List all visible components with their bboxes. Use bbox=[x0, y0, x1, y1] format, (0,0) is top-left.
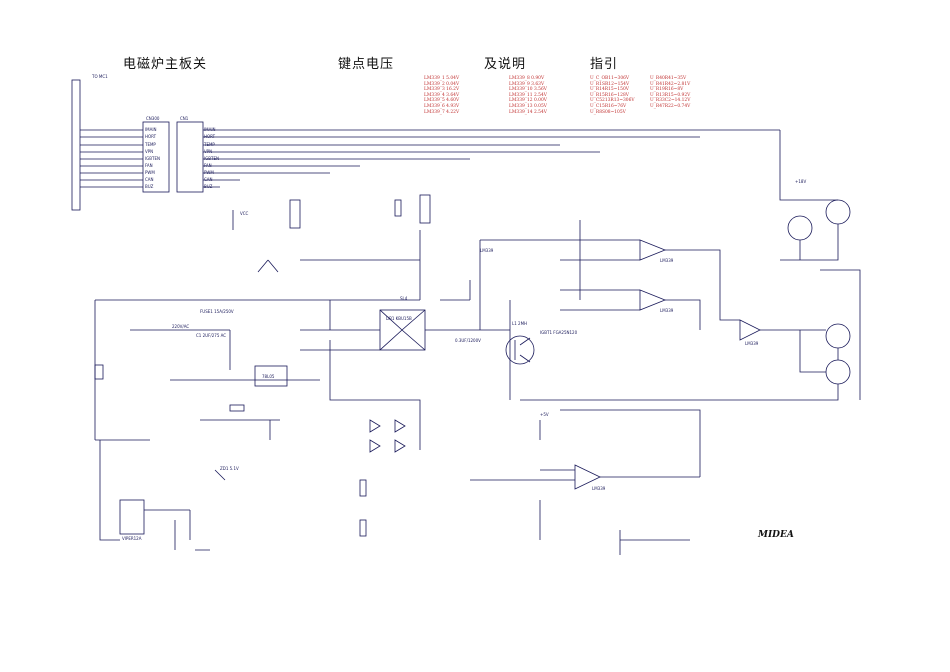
title-part-2: 键点电压 bbox=[338, 57, 395, 72]
table-row: LM339_14 2.54V bbox=[509, 109, 547, 115]
pin-left-6: FAN bbox=[145, 163, 153, 168]
label-gnd-note: SL4 bbox=[400, 296, 408, 301]
table-row: LM339_1 5.04V bbox=[424, 76, 460, 81]
lm339-comparator-b bbox=[639, 289, 667, 311]
table-row: U_R40R41~35V bbox=[650, 76, 687, 81]
table-row: U_R41R42~2.81V bbox=[650, 81, 691, 87]
label-cap-c1: C1 2UF/275 AC bbox=[196, 333, 226, 338]
voltage-table-right-b: U_R40R41~35V U_R41R42~2.81V U_R19R16~8V … bbox=[650, 76, 690, 110]
table-row: U_R8S08~105V bbox=[590, 109, 626, 115]
label-lm339-d: LM339 bbox=[592, 486, 606, 491]
regulator-78l05 bbox=[254, 365, 288, 387]
label-cn300: CN300 bbox=[146, 116, 160, 121]
lm339-comparator-d bbox=[574, 464, 601, 490]
label-vcc: VCC bbox=[240, 211, 249, 216]
pin-right-5: IGBTEN bbox=[204, 156, 219, 161]
mc1-connector-bar bbox=[71, 79, 81, 211]
label-igbt: IGBT1 FGA25N120 bbox=[540, 330, 578, 335]
table-row: LM339_3 16.2V bbox=[424, 87, 460, 93]
voltage-table-right-a: U_C_OB11~306V U_R1SR12~154V U_R14R15~150… bbox=[590, 76, 635, 115]
label-regulator: 78L05 bbox=[262, 374, 275, 379]
label-cn1: CN1 bbox=[180, 116, 189, 121]
pin-right-8: CAN bbox=[204, 177, 213, 182]
label-lm339-e: LM339 bbox=[480, 248, 494, 253]
pin-right-1: IMAIN bbox=[204, 127, 216, 132]
table-row: U_C5213R13~306V bbox=[590, 98, 635, 104]
label-18v: +18V bbox=[795, 179, 806, 184]
label-zener: ZD1 5.1V bbox=[220, 466, 239, 471]
label-resonant-cap: 0.3UF/1200V bbox=[455, 338, 481, 343]
table-row: LM339_2 0.04V bbox=[424, 81, 460, 87]
driver-transistor-3 bbox=[825, 323, 851, 349]
table-row: LM339_6 4.93V bbox=[424, 103, 460, 109]
pin-right-3: TEMP bbox=[203, 142, 215, 147]
pin-right-7: PWM bbox=[204, 170, 214, 175]
driver-transistor-1 bbox=[787, 215, 813, 241]
title-part-4: 指引 bbox=[590, 57, 619, 72]
label-lm339-b: LM339 bbox=[660, 308, 674, 313]
table-row: U_R15R16~128V bbox=[590, 92, 629, 98]
viper-ic bbox=[119, 499, 145, 535]
voltage-table-mid: LM339_8 0.90V LM339_9 3.63V LM339_10 3.5… bbox=[509, 76, 547, 115]
label-coil: L1 2MH bbox=[512, 321, 527, 326]
table-row: U_R13R15~0.92V bbox=[650, 92, 691, 98]
pin-right-6: FAN bbox=[204, 163, 212, 168]
pin-right-4: VPN bbox=[204, 149, 212, 154]
lm339-comparator-c bbox=[739, 319, 761, 341]
table-row: LM339_12 0.00V bbox=[509, 98, 547, 104]
table-row: U_R47R22~0.74V bbox=[650, 103, 691, 109]
table-row: LM339_13 0.05V bbox=[509, 103, 547, 109]
table-row: U_R1SR12~154V bbox=[590, 81, 630, 87]
pin-left-7: PWM bbox=[145, 170, 155, 175]
pin-left-9: BUZ bbox=[145, 184, 154, 189]
voltage-table-left: LM339_1 5.04V LM339_2 0.04V LM339_3 16.2… bbox=[424, 76, 459, 115]
label-5v: +5V bbox=[540, 412, 549, 417]
label-ac-in: 220V/AC bbox=[172, 324, 189, 329]
cn1-connector bbox=[176, 121, 204, 193]
table-row: LM339_4 3.64V bbox=[424, 92, 460, 98]
table-row: LM339_11 2.54V bbox=[509, 92, 547, 98]
label-viper: VIPER12A bbox=[122, 536, 142, 541]
pin-left-2: HORT bbox=[145, 134, 157, 139]
cn300-connector bbox=[142, 121, 170, 193]
label-lm339-c: LM339 bbox=[745, 341, 759, 346]
igbt-symbol bbox=[505, 335, 535, 365]
table-row: U_R19R16~8V bbox=[650, 87, 684, 93]
label-to-mc1: TO MC1 bbox=[91, 74, 108, 79]
title-part-3: 及说明 bbox=[484, 57, 527, 72]
pin-left-1: IMAIN bbox=[145, 127, 157, 132]
pin-left-3: TEMP bbox=[144, 142, 156, 147]
pin-right-2: HORT bbox=[204, 134, 216, 139]
pin-left-4: VPN bbox=[145, 149, 153, 154]
pin-left-5: IGBTEN bbox=[145, 156, 160, 161]
table-row: LM339_5 4.60V bbox=[424, 98, 460, 104]
driver-transistor-2 bbox=[825, 199, 851, 225]
table-row: U_C15R16~76V bbox=[590, 103, 627, 109]
table-row: LM339_9 3.63V bbox=[509, 81, 545, 87]
table-row: LM339_7 4.22V bbox=[424, 109, 460, 115]
table-row: U_C_OB11~306V bbox=[590, 76, 630, 81]
lm339-comparator-a bbox=[639, 239, 667, 261]
table-row: U_R14R15~150V bbox=[590, 87, 629, 93]
driver-transistor-4 bbox=[825, 359, 851, 385]
table-row: U_R33C2~14.12V bbox=[650, 98, 691, 104]
title-part-1: 电磁炉主板关 bbox=[123, 57, 208, 72]
pin-right-9: BUZ bbox=[204, 184, 213, 189]
pin-left-8: CAN bbox=[145, 177, 154, 182]
table-row: LM339_8 0.90V bbox=[509, 76, 545, 81]
label-fuse: FUSE1 15A/250V bbox=[200, 309, 234, 314]
midea-logo: MIDEA bbox=[758, 530, 794, 540]
table-row: LM339_10 3.56V bbox=[509, 87, 547, 93]
label-bridge: DB1 KBU15B bbox=[386, 316, 412, 321]
label-lm339-a: LM339 bbox=[660, 258, 674, 263]
